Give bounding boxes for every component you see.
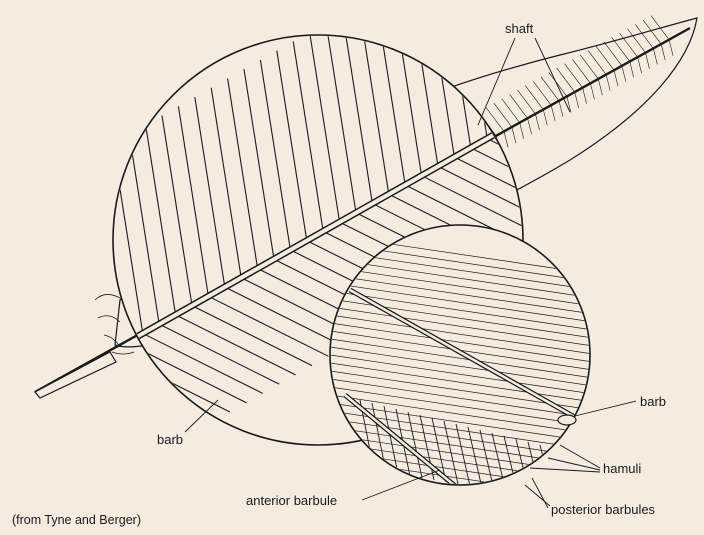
vane-barb-stroke xyxy=(565,64,583,88)
leader-shaft-2 xyxy=(535,38,570,112)
vane-barb-stroke xyxy=(669,40,673,56)
calamus xyxy=(35,352,116,398)
label-hamuli: hamuli xyxy=(603,462,641,475)
vane-barb-stroke xyxy=(502,99,520,123)
vane-barb-stroke xyxy=(598,79,602,95)
leader-barb-right xyxy=(575,401,636,416)
leader-hamuli-3 xyxy=(530,468,600,472)
label-barb-left: barb xyxy=(157,433,183,446)
barb-line-upper xyxy=(80,162,110,352)
vane-barb-stroke xyxy=(543,110,547,126)
vane-barb-stroke xyxy=(590,83,594,99)
label-shaft: shaft xyxy=(505,22,533,35)
vane-barb-stroke xyxy=(494,103,512,127)
vane-barb-stroke xyxy=(622,66,626,82)
leader-hamuli-1 xyxy=(560,445,600,468)
vane-barb-stroke xyxy=(661,44,665,60)
vane-barb-stroke xyxy=(533,81,551,105)
vane-barb-stroke xyxy=(572,59,590,83)
vane-barb-stroke xyxy=(520,123,524,139)
vane-barb-stroke xyxy=(510,94,528,118)
vane-barb-stroke xyxy=(551,105,555,121)
vane-barb-stroke xyxy=(583,88,587,104)
hamuli-hook xyxy=(564,451,578,504)
vane-barb-stroke xyxy=(638,57,642,73)
vane-barb-stroke xyxy=(517,90,535,114)
barb-line-lower xyxy=(504,129,624,189)
leader-anterior xyxy=(362,470,440,500)
vane-barb-stroke xyxy=(575,92,579,108)
vane-barb-stroke xyxy=(596,46,614,70)
vane-barb-stroke xyxy=(645,53,649,69)
vane-barb-stroke xyxy=(604,42,622,66)
label-barb-right: barb xyxy=(640,395,666,408)
vane-barb-stroke xyxy=(528,118,532,134)
vane-barb-stroke xyxy=(614,70,618,86)
vane-barb-stroke xyxy=(557,68,575,92)
vane-barb-stroke xyxy=(504,131,508,147)
label-anterior-barbule: anterior barbule xyxy=(246,494,337,507)
vane-barb-stroke xyxy=(559,101,563,117)
hamuli-hook xyxy=(540,445,554,500)
vane-barb-stroke xyxy=(535,114,539,130)
vane-barb-stroke xyxy=(512,127,516,143)
vane-barb-stroke xyxy=(635,24,653,48)
leader-shaft-1 xyxy=(478,38,515,125)
vane-barb-stroke xyxy=(549,72,567,96)
vane-barb-stroke xyxy=(525,86,543,110)
vane-barb-stroke xyxy=(630,61,634,77)
hamuli-hook xyxy=(552,448,566,502)
source-credit: (from Tyne and Berger) xyxy=(12,514,141,527)
vane-barb-stroke xyxy=(541,77,559,101)
vane-barb-stroke xyxy=(588,51,606,75)
label-posterior-barbules: posterior barbules xyxy=(551,503,655,516)
vane-barb-stroke xyxy=(606,75,610,91)
barb-cross-section xyxy=(558,415,576,425)
vane-barb-stroke xyxy=(653,48,657,64)
vane-barb-stroke xyxy=(580,55,598,79)
vane-barb-stroke xyxy=(651,16,669,40)
vane-barb-stroke xyxy=(612,37,630,61)
